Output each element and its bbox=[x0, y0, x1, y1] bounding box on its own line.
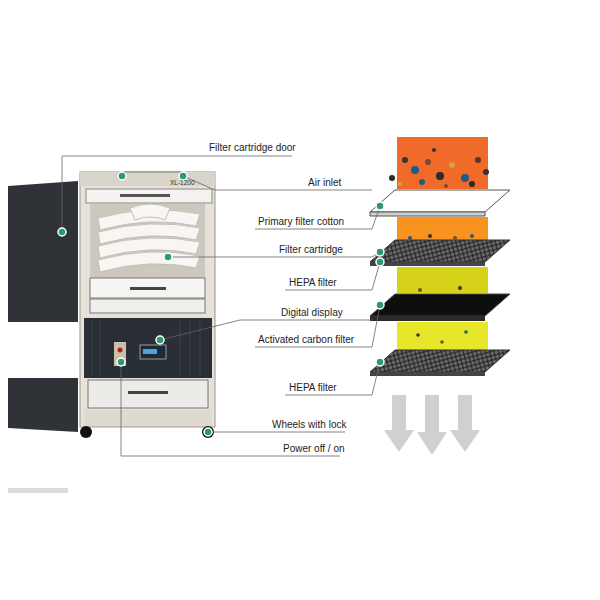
cabinet-door bbox=[8, 181, 78, 322]
part-label: Filter cartridge bbox=[279, 244, 343, 256]
dirty-air bbox=[397, 137, 488, 189]
lower-drawer bbox=[88, 380, 208, 408]
filter-bags bbox=[98, 204, 200, 272]
cabinet-door-lower bbox=[8, 378, 78, 432]
cabinet-base bbox=[84, 410, 212, 426]
display-screen bbox=[140, 345, 166, 359]
carbon-layer bbox=[370, 294, 510, 316]
part-label: Activated carbon filter bbox=[258, 334, 354, 346]
filter-recess bbox=[90, 204, 205, 278]
wheel bbox=[202, 426, 214, 438]
layer-edge bbox=[370, 212, 485, 216]
part-label: Wheels with lock bbox=[272, 419, 346, 431]
primary-cotton-layer bbox=[370, 190, 510, 212]
display-digits bbox=[143, 349, 157, 354]
part-label: Primary filter cotton bbox=[258, 216, 344, 228]
callout-dots bbox=[58, 172, 384, 436]
power-panel bbox=[114, 342, 126, 366]
wheel bbox=[80, 426, 92, 438]
dust-particles bbox=[389, 148, 489, 188]
drawer bbox=[90, 278, 205, 298]
hepa-layer bbox=[370, 350, 510, 372]
grey-bar bbox=[8, 488, 68, 493]
air-band bbox=[397, 322, 488, 350]
part-label: HEPA filter bbox=[289, 277, 337, 289]
part-label: Digital display bbox=[281, 307, 343, 319]
layer-edge bbox=[370, 316, 485, 321]
drawer-handle bbox=[128, 391, 168, 394]
layer-edge bbox=[370, 372, 485, 376]
part-label: Air inlet bbox=[308, 177, 341, 189]
cartridge-layer bbox=[370, 240, 510, 262]
model-number: XL-1200 bbox=[170, 179, 195, 187]
top-panel bbox=[86, 189, 212, 203]
dust-particles bbox=[408, 234, 474, 240]
panel-handle bbox=[120, 194, 170, 197]
clean-air-arrows bbox=[384, 395, 480, 455]
vent-lines bbox=[92, 320, 200, 376]
part-label: Power off / on bbox=[283, 443, 345, 455]
layer-edge bbox=[370, 262, 485, 266]
part-label: HEPA filter bbox=[289, 382, 337, 394]
cabinet-top bbox=[80, 172, 215, 186]
air-band bbox=[397, 217, 488, 241]
drawer bbox=[90, 299, 205, 313]
cabinet-body bbox=[80, 172, 215, 427]
part-label: Filter cartridge door bbox=[209, 142, 296, 154]
air-band bbox=[397, 267, 488, 293]
leader-lines bbox=[62, 156, 380, 456]
drawer-handle bbox=[130, 287, 166, 290]
power-button bbox=[118, 348, 123, 353]
control-section bbox=[84, 318, 212, 378]
